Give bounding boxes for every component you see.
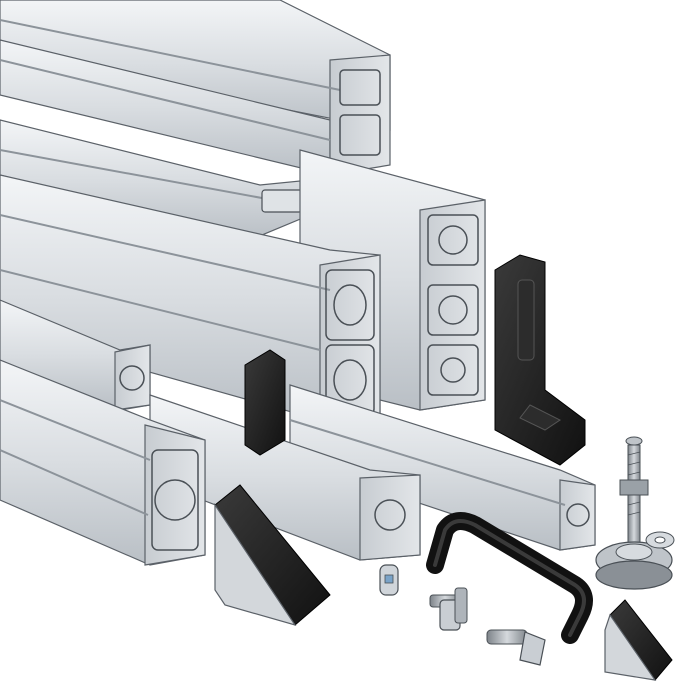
profile-end-face xyxy=(339,69,381,156)
foot-icon xyxy=(595,436,675,590)
bolt-icon xyxy=(429,587,468,631)
aluminium-profile-20x40 xyxy=(0,119,311,241)
aluminium-profile-top xyxy=(0,0,391,176)
aluminium-profile-40x40-small xyxy=(0,299,151,411)
corner-bracket-icon xyxy=(214,484,331,627)
nut-icon xyxy=(379,564,399,596)
aluminium-profile-40x40-center xyxy=(149,394,421,561)
aluminium-profile-long-right xyxy=(289,384,596,551)
aluminium-profile-80x80-front xyxy=(0,359,206,566)
corner-bracket-small-icon xyxy=(604,599,673,681)
handle-icon xyxy=(426,512,593,644)
end-cap-icon xyxy=(244,349,286,456)
aluminium-profile-80x80 xyxy=(0,174,381,421)
bracket-icon xyxy=(494,254,586,466)
bolt-2-icon xyxy=(486,629,546,666)
